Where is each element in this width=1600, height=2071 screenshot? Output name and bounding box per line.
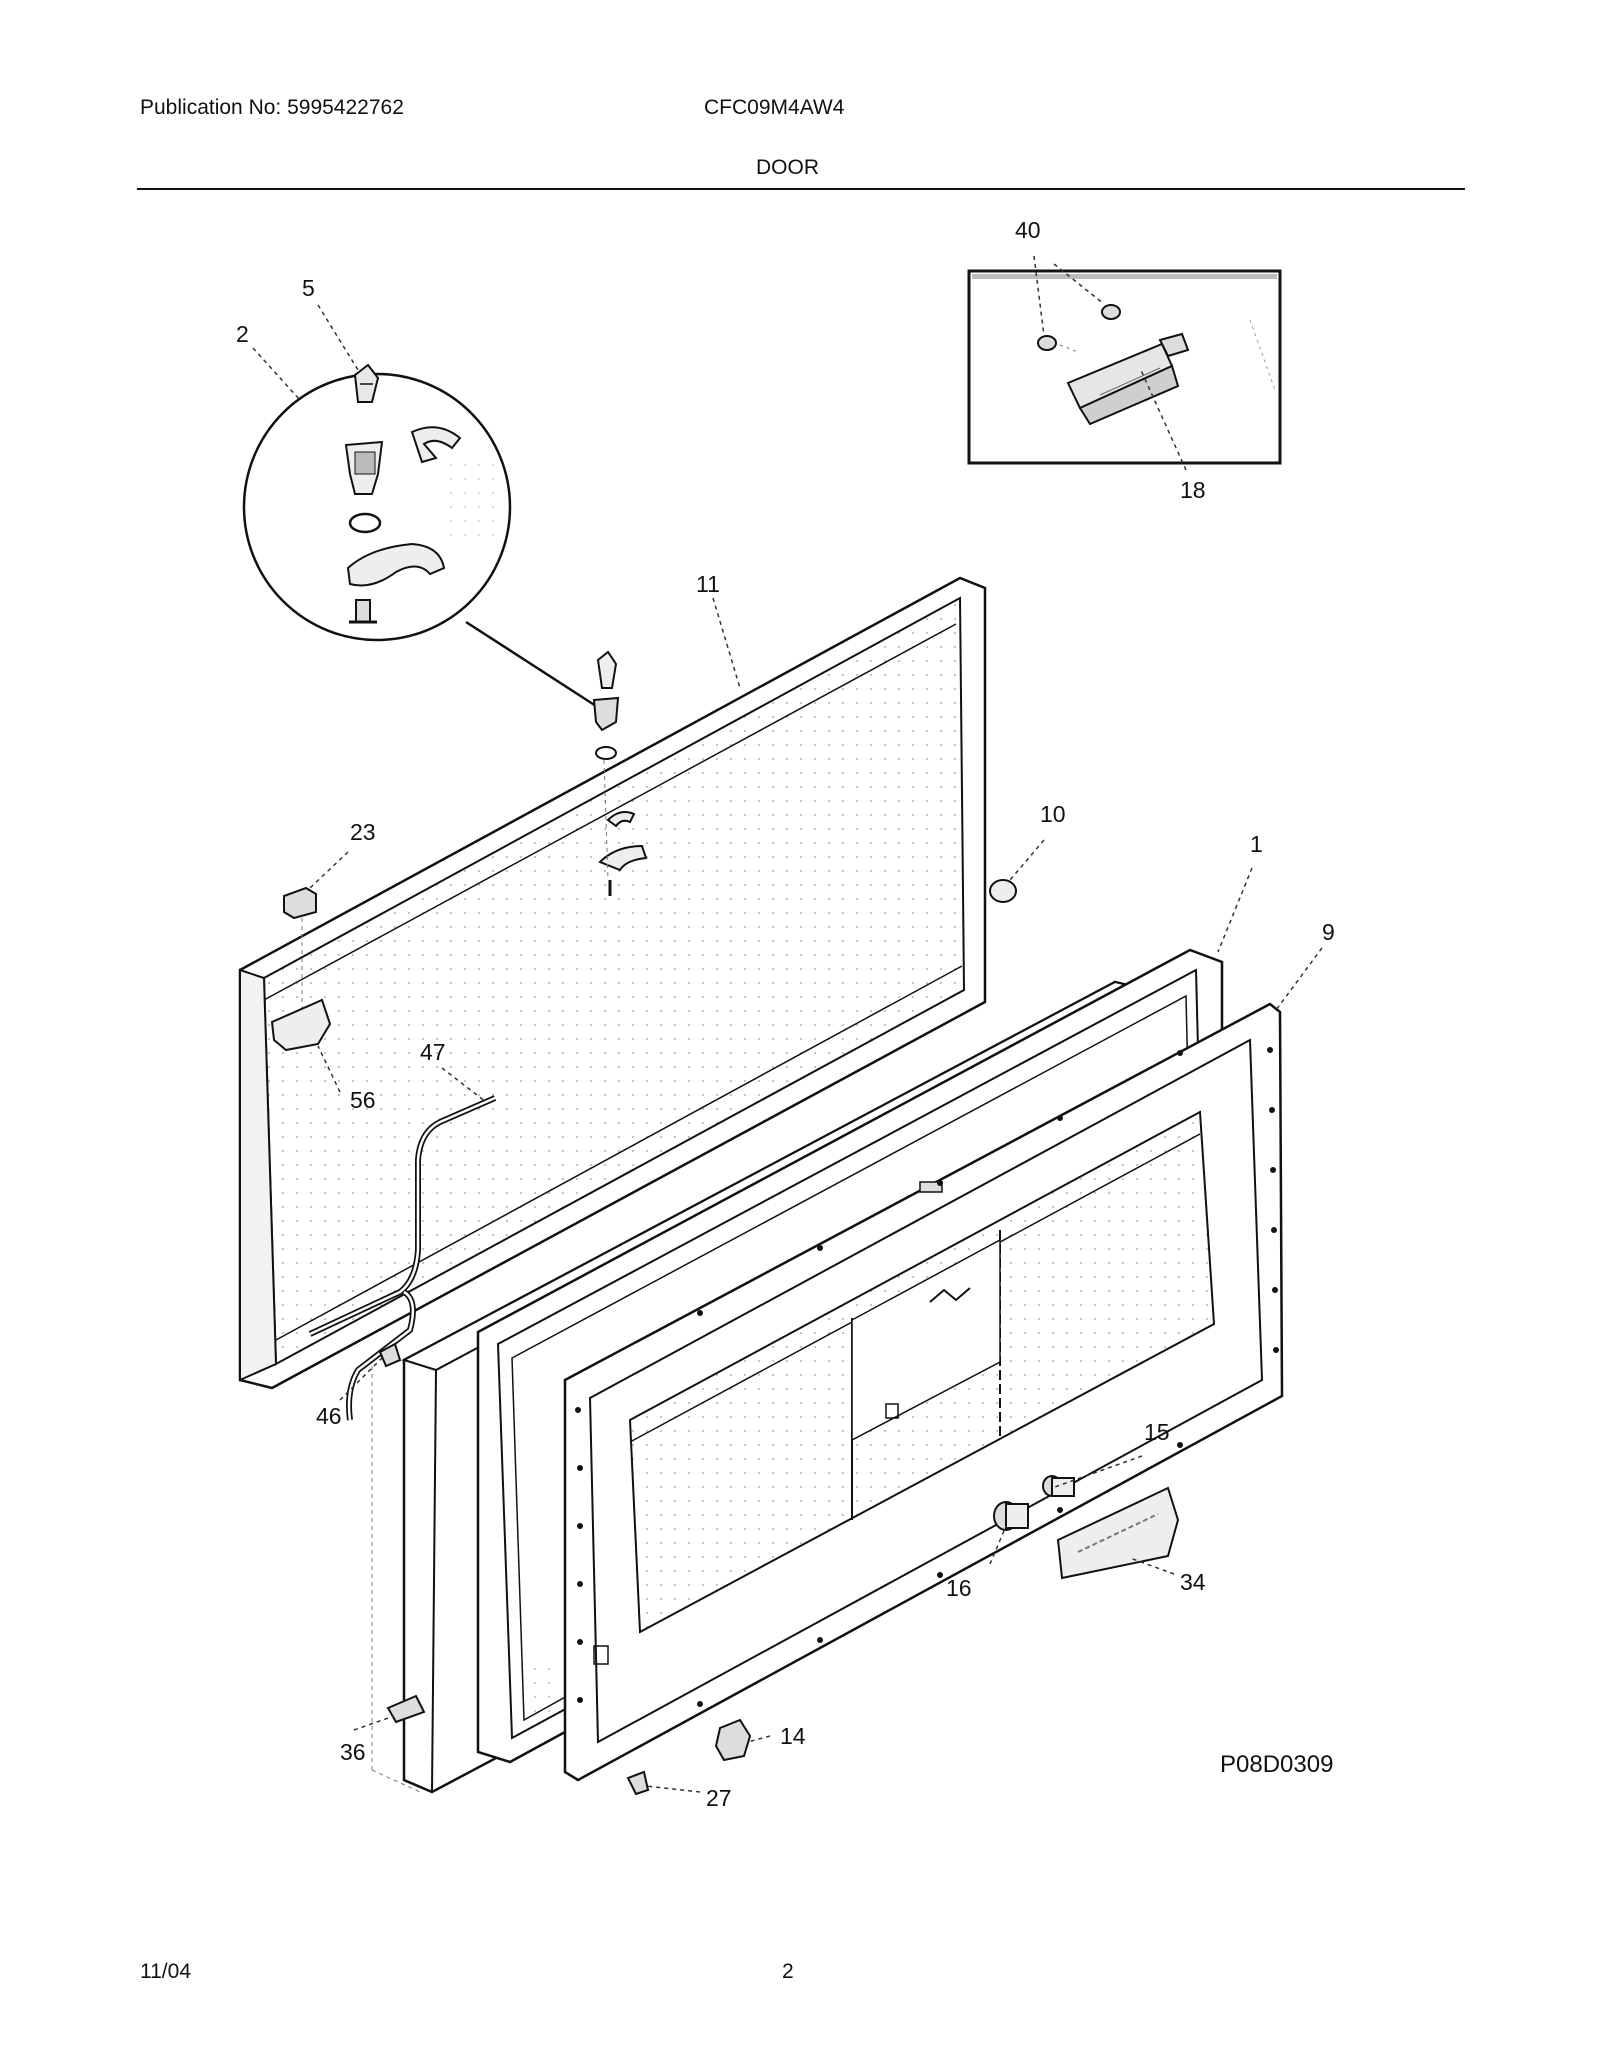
lock-cylinder-icon: [993, 1475, 1075, 1531]
hinge-cam-icon: [346, 542, 446, 587]
callout-2: 2: [236, 321, 249, 347]
strike-icon: [283, 886, 317, 1010]
callout-15: 15: [1144, 1419, 1170, 1445]
callout-56: 56: [350, 1087, 376, 1113]
section-title: DOOR: [756, 156, 819, 179]
hinge-bushing-icon: [344, 440, 384, 495]
liner-screw-icon: [626, 1770, 650, 1796]
o-ring-icon: [348, 512, 382, 534]
bumper-button-icon: [989, 879, 1017, 903]
hinge-screw-icon: [349, 599, 377, 624]
callout-34: 34: [1180, 1569, 1206, 1595]
callout-5: 5: [302, 275, 315, 301]
detail-leader-line: [465, 620, 597, 708]
liner-screw-holes: [575, 1047, 1279, 1707]
callout-11: 11: [696, 571, 720, 597]
screw-icon: [378, 1342, 402, 1368]
callout-1: 1: [1250, 831, 1263, 857]
callout-23: 23: [350, 819, 376, 845]
footer-date: 11/04: [140, 1960, 191, 1983]
callout-16: 16: [946, 1575, 972, 1601]
door-hinge-stack: [592, 650, 648, 896]
callout-27: 27: [706, 1785, 732, 1811]
latch-icon: [714, 1718, 752, 1762]
callout-36: 36: [340, 1739, 366, 1765]
callout-14: 14: [780, 1723, 806, 1749]
callout-47: 47: [420, 1039, 446, 1065]
hinge-clip-icon: [410, 426, 462, 464]
hinge-detail-circle: [242, 363, 512, 642]
handle-trim-icon: [1056, 1486, 1180, 1580]
inner-door-liner: [563, 1002, 1284, 1782]
footer-page-number: 2: [782, 1960, 794, 1983]
handle-bracket-icon: [1066, 332, 1190, 426]
callout-46: 46: [316, 1403, 342, 1429]
plug-icon: [1037, 304, 1121, 351]
header-rule: [137, 188, 1465, 190]
diagram-code: P08D0309: [1220, 1751, 1333, 1778]
model-number: CFC09M4AW4: [704, 96, 845, 119]
leader-lines: [252, 255, 1323, 1793]
callout-40: 40: [1015, 217, 1041, 243]
callout-18: 18: [1180, 477, 1206, 503]
gasket-clip-icon: [386, 1694, 426, 1724]
callout-9: 9: [1322, 919, 1335, 945]
callout-10: 10: [1040, 801, 1066, 827]
handle-inset-box: [967, 269, 1282, 465]
outer-door-panel: [238, 576, 987, 1390]
hinge-pin-icon: [353, 363, 380, 403]
receptacle-icon: [270, 998, 332, 1052]
publication-number: Publication No: 5995422762: [140, 96, 404, 119]
callout-labels: 40 18 5 2 11 23 10 1 9 47 56 46 15 16 34…: [236, 217, 1335, 1811]
